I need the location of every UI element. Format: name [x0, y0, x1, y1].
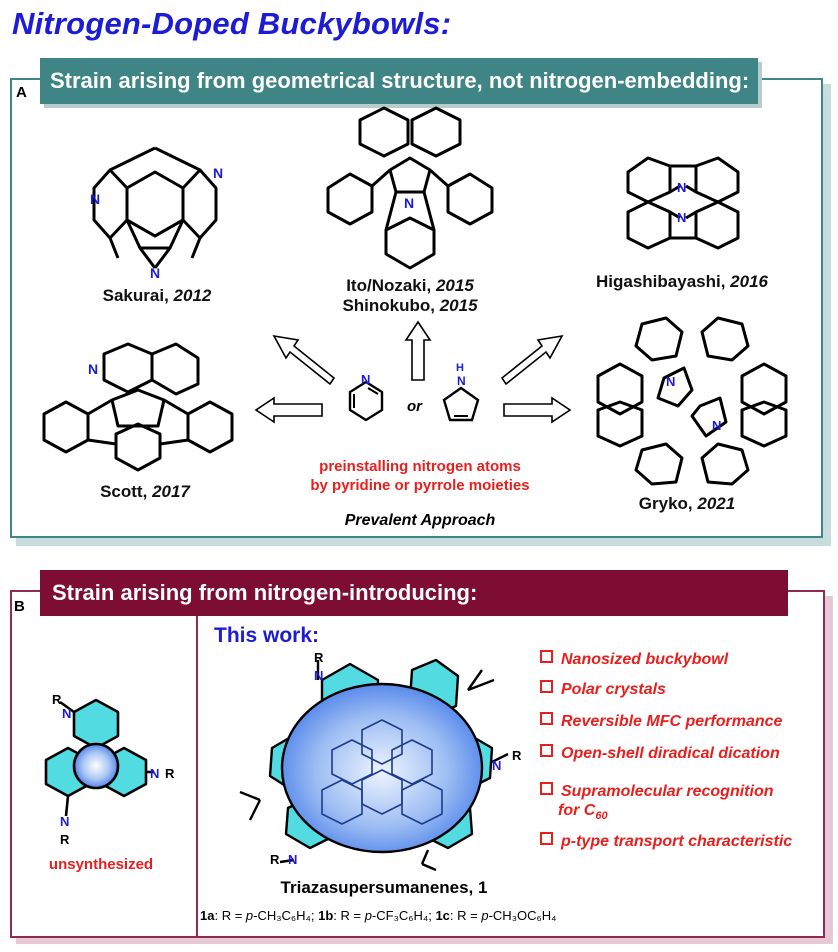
- arrow-right: [503, 396, 572, 424]
- prevalent-approach: Prevalent Approach: [344, 512, 496, 529]
- arrow-up-right: [500, 334, 564, 386]
- panel-a-letter: A: [16, 84, 27, 101]
- panel-a: [10, 78, 823, 538]
- unsynthesized-structure: [44, 698, 154, 817]
- panel-b-letter: B: [14, 598, 25, 615]
- triazasupersumanene-structure: [239, 658, 509, 872]
- svg-text:N: N: [404, 195, 414, 211]
- arrow-up-left: [272, 334, 336, 386]
- pyridine-n: N: [361, 372, 371, 387]
- unsynth-n-3: N: [60, 814, 70, 829]
- scott-structure: N: [42, 342, 234, 472]
- compound-footnote: 1a: R = p-CH₃C₆H₄; 1b: R = p-CF₃C₆H₄; 1c…: [200, 908, 557, 923]
- svg-text:N: N: [677, 210, 686, 225]
- scott-label: Scott, 2017: [100, 482, 190, 501]
- big-r-right: R: [512, 748, 522, 763]
- big-r-bottom: R: [270, 852, 280, 867]
- ito-nozaki-label: Ito/Nozaki, 2015 Shinokubo, 2015: [342, 276, 478, 315]
- pyrrole-n: N: [457, 374, 466, 388]
- pyrrole-structure: [442, 386, 480, 422]
- panel-a-header: Strain arising from geometrical structur…: [40, 58, 758, 104]
- this-work-label: This work:: [214, 624, 320, 647]
- big-n-right: N: [492, 758, 502, 773]
- feature-6: p-type transport characteristic: [540, 832, 792, 851]
- note-line-1: preinstalling nitrogen atoms: [319, 458, 521, 475]
- svg-text:N: N: [150, 265, 160, 281]
- feature-5: Supramolecular recognition for C60: [540, 782, 773, 826]
- gryko-label: Gryko, 2021: [638, 494, 736, 513]
- page-title: Nitrogen-Doped Buckybowls:: [12, 6, 452, 41]
- svg-text:N: N: [666, 374, 675, 389]
- note-line-2: by pyridine or pyrrole moieties: [310, 477, 530, 494]
- big-r-top: R: [314, 650, 324, 665]
- pyrrole-h: H: [456, 362, 464, 374]
- or-text: or: [407, 398, 422, 415]
- arrows-group: [254, 320, 572, 424]
- unsynthesized-label: unsynthesized: [48, 856, 154, 873]
- higashibayashi-structure: N N: [626, 156, 740, 250]
- svg-text:N: N: [88, 361, 98, 377]
- arrow-left: [254, 396, 323, 424]
- unsynth-nr: N: [150, 766, 160, 781]
- svg-text:N: N: [90, 191, 100, 207]
- ito-nozaki-structure: N: [326, 106, 494, 270]
- arrow-up: [404, 320, 432, 381]
- feature-3: Reversible MFC performance: [540, 712, 782, 731]
- unsynth-n-1: N: [62, 706, 72, 721]
- panel-b-divider: [196, 616, 198, 938]
- sakurai-label: Sakurai, 2012: [102, 286, 212, 305]
- svg-text:N: N: [712, 418, 721, 433]
- feature-2: Polar crystals: [540, 680, 666, 699]
- panel-b-header: Strain arising from nitrogen-introducing…: [40, 570, 788, 616]
- svg-text:N: N: [677, 180, 686, 195]
- unsynth-r-1: R: [52, 692, 62, 707]
- product-name: Triazasupersumanenes, 1: [280, 878, 488, 897]
- feature-1: Nanosized buckybowl: [540, 650, 728, 669]
- big-n-top: N: [314, 668, 324, 683]
- sakurai-structure: N N N: [90, 146, 223, 281]
- higashibayashi-label: Higashibayashi, 2016: [596, 272, 768, 291]
- big-n-bottom: N: [288, 852, 298, 867]
- pyridine-structure: [348, 380, 384, 422]
- feature-4: Open-shell diradical dication: [540, 744, 780, 763]
- gryko-structure: N N: [596, 316, 788, 486]
- svg-text:N: N: [213, 165, 223, 181]
- unsynth-r-3: R: [60, 832, 70, 847]
- unsynth-r-2: R: [165, 766, 175, 781]
